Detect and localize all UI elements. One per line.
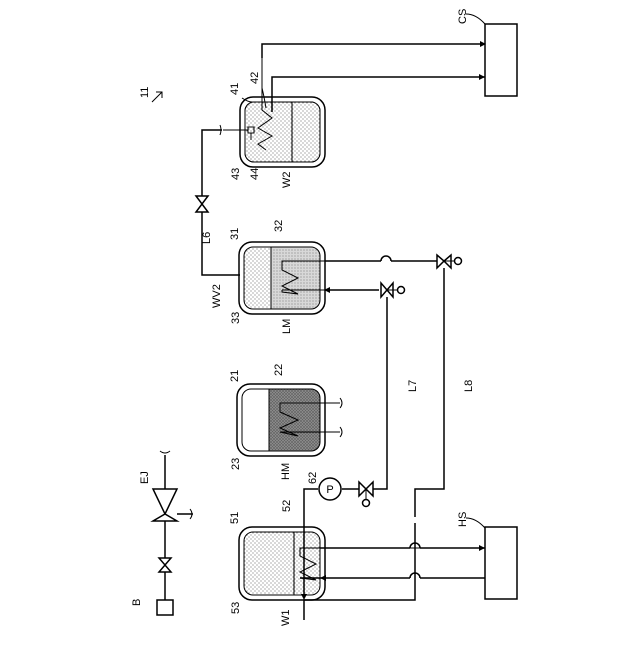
label-WV2: WV2 — [211, 284, 223, 308]
label-W2: W2 — [281, 172, 293, 189]
vessel-41 — [220, 58, 325, 167]
valve-b-line — [159, 558, 171, 572]
svg-text:P: P — [326, 484, 333, 496]
label-EJ: EJ — [139, 471, 151, 484]
label-53: 53 — [230, 602, 242, 614]
cold-source-box — [485, 24, 517, 96]
heat-source-box — [485, 527, 517, 599]
pump-62: P — [319, 478, 341, 500]
vessel-31 — [239, 242, 342, 314]
label-41: 41 — [229, 83, 241, 95]
label-33: 33 — [230, 312, 242, 324]
label-44: 44 — [249, 168, 261, 180]
label-W1: W1 — [280, 610, 292, 627]
valve-l8 — [437, 255, 462, 268]
label-51: 51 — [229, 512, 241, 524]
valve-pump-line — [359, 482, 373, 507]
label-L6: L6 — [201, 232, 213, 244]
arrow-11 — [152, 92, 162, 102]
valve-l7 — [381, 283, 405, 297]
label-B: B — [131, 599, 143, 606]
label-62: 62 — [307, 472, 319, 484]
label-23: 23 — [230, 458, 242, 470]
label-11: 11 — [139, 87, 151, 98]
label-43: 43 — [230, 168, 242, 180]
valve-l6 — [196, 196, 208, 212]
label-HM: HM — [280, 463, 292, 480]
source-b-box — [157, 600, 173, 615]
vessel-51 — [239, 527, 485, 600]
label-HS: HS — [457, 512, 469, 527]
label-22: 22 — [273, 364, 285, 376]
vessel-21 — [237, 384, 342, 456]
label-L7: L7 — [407, 380, 419, 392]
label-LM: LM — [281, 319, 293, 334]
label-52: 52 — [281, 500, 293, 512]
coil-52 — [300, 548, 485, 580]
label-32: 32 — [273, 220, 285, 232]
ejector — [153, 489, 177, 521]
label-42: 42 — [249, 72, 261, 84]
label-CS: CS — [457, 9, 469, 24]
label-31: 31 — [229, 228, 241, 240]
label-L8: L8 — [463, 380, 475, 392]
label-21: 21 — [229, 370, 241, 382]
